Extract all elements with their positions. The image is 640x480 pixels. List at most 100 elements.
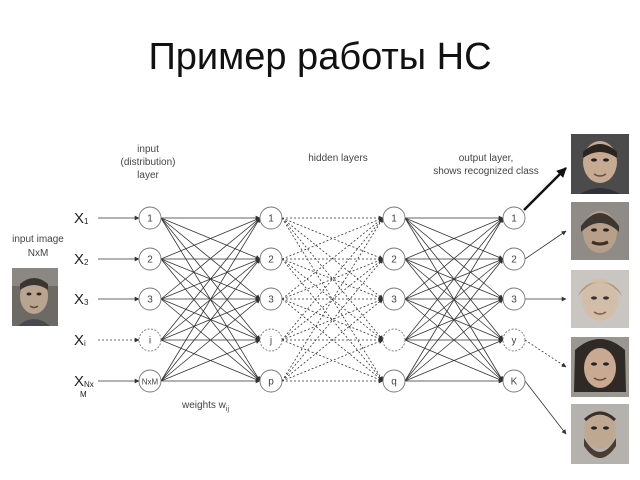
- node-hidden1-2: 3: [259, 287, 283, 311]
- node-label: 3: [511, 295, 517, 306]
- output-face-1: [571, 134, 629, 194]
- node-label: q: [391, 377, 397, 388]
- node-label: 1: [391, 214, 397, 225]
- output-arrow: [524, 380, 567, 435]
- input-image-label-1: input image: [12, 234, 64, 245]
- node-circle: [259, 287, 283, 311]
- node-label: 2: [268, 255, 274, 266]
- output-layer-label-2: shows recognized class: [433, 166, 539, 177]
- x-input-label-sub: M: [80, 390, 87, 399]
- node-hidden2-2: 3: [382, 287, 406, 311]
- node-label: 3: [268, 295, 274, 306]
- node-circle: [138, 328, 162, 352]
- node-input-0: 1: [138, 206, 162, 230]
- output-arrow: [524, 230, 567, 260]
- node-circle: [259, 328, 283, 352]
- input-layer-label-1: input: [137, 144, 159, 155]
- connections-group: [98, 215, 567, 435]
- node-output-1: 2: [502, 247, 526, 271]
- weights-label: weights wij: [181, 400, 229, 413]
- connection-hidden1-hidden2: [281, 217, 384, 300]
- node-label: 3: [391, 295, 397, 306]
- hidden-layers-label: hidden layers: [308, 153, 367, 164]
- node-circle: [138, 206, 162, 230]
- node-label: i: [149, 336, 151, 347]
- connection-hidden2-output: [404, 258, 504, 382]
- connection-hidden1-hidden2: [281, 258, 384, 341]
- node-input-2: 3: [138, 287, 162, 311]
- x-input-label: Xi: [74, 332, 86, 349]
- input-layer-label-3: layer: [137, 170, 159, 181]
- connection-input-hidden1: [160, 258, 261, 382]
- recognized-class-arrow: [523, 167, 567, 211]
- node-output-2: 3: [502, 287, 526, 311]
- node-hidden1-1: 2: [259, 247, 283, 271]
- input-image-label-2: NxM: [28, 248, 49, 259]
- node-hidden2-0: 1: [382, 206, 406, 230]
- output-face-4: [571, 337, 629, 397]
- node-hidden2-3: [382, 328, 406, 352]
- connection-hidden2-output: [404, 298, 504, 382]
- connection-hidden2-output: [404, 217, 504, 300]
- connection-hidden2-output: [404, 217, 504, 382]
- node-output-4: K: [502, 369, 526, 393]
- node-label: y: [512, 336, 517, 347]
- connection-input-hidden1: [160, 298, 261, 382]
- node-circle: [382, 247, 406, 271]
- node-output-3: y: [502, 328, 526, 352]
- node-hidden2-4: q: [382, 369, 406, 393]
- connection-input-hidden1: [160, 339, 261, 382]
- slide-title: Пример работы НС: [148, 36, 492, 78]
- node-label: 1: [268, 214, 274, 225]
- connection-hidden1-hidden2: [281, 298, 384, 382]
- x-input-label: X3: [74, 291, 89, 308]
- output-face-3: [571, 270, 629, 328]
- node-circle: [259, 206, 283, 230]
- node-label: 1: [511, 214, 517, 225]
- node-circle: [259, 369, 283, 393]
- node-circle: [382, 287, 406, 311]
- x-input-label: X2: [74, 251, 89, 268]
- output-face-2: [571, 202, 629, 260]
- input-face-image: [12, 268, 58, 326]
- node-hidden2-1: 2: [382, 247, 406, 271]
- connection-hidden2-output: [404, 339, 504, 382]
- node-circle: [259, 247, 283, 271]
- node-circle: [502, 247, 526, 271]
- x-input-label: XNx: [74, 373, 94, 390]
- node-circle: [502, 369, 526, 393]
- node-label: NxM: [142, 378, 159, 387]
- connection-hidden2-output: [404, 217, 504, 260]
- node-label: 2: [511, 255, 517, 266]
- connection-input-hidden1: [160, 217, 261, 300]
- weights-label-sub: ij: [226, 406, 230, 413]
- node-input-1: 2: [138, 247, 162, 271]
- node-circle: [138, 369, 162, 393]
- node-circle: [382, 328, 406, 352]
- node-label: p: [268, 377, 274, 388]
- node-output-0: 1: [502, 206, 526, 230]
- node-input-4: NxM: [138, 369, 162, 393]
- node-hidden1-3: j: [259, 328, 283, 352]
- node-label: 1: [147, 214, 153, 225]
- input-layer-label-2: (distribution): [120, 157, 175, 168]
- node-label: 2: [391, 255, 397, 266]
- connection-input-hidden1: [160, 217, 261, 382]
- connection-hidden2-output: [404, 217, 504, 341]
- node-circle: [138, 287, 162, 311]
- output-face-5: [571, 404, 629, 464]
- x-input-label: X1: [74, 210, 89, 227]
- output-arrow: [524, 339, 567, 368]
- node-circle: [502, 328, 526, 352]
- node-circle: [502, 206, 526, 230]
- node-hidden1-4: p: [259, 369, 283, 393]
- node-label: j: [269, 336, 272, 347]
- node-circle: [502, 287, 526, 311]
- node-circle: [138, 247, 162, 271]
- weights-label-main: weights w: [181, 400, 227, 411]
- node-label: K: [511, 377, 518, 388]
- node-hidden1-0: 1: [259, 206, 283, 230]
- connection-input-hidden1: [160, 217, 261, 341]
